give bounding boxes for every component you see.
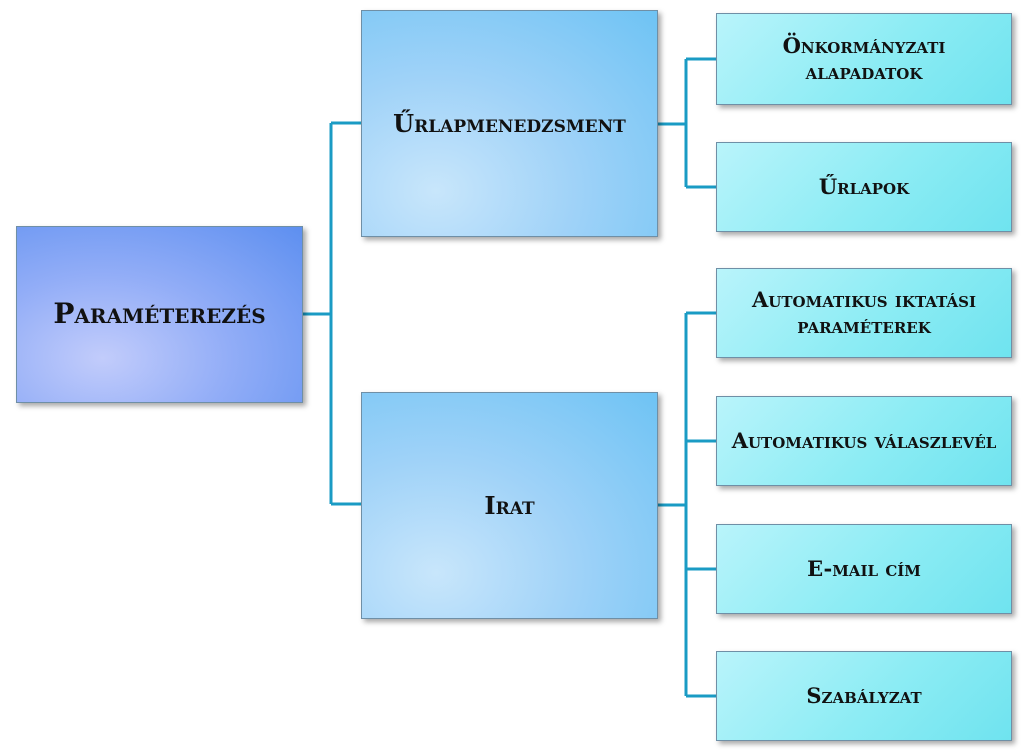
leaf-node-automatikus-valaszlevel: Automatikus válaszlevél (716, 396, 1012, 486)
leaf-node-label: Önkormányzati alapadatok (782, 33, 946, 84)
leaf-node-label: Szabályzat (806, 683, 922, 709)
branch-node-irat: Irat (361, 392, 658, 619)
branch-node-label: Űrlapmenedzsment (393, 108, 626, 138)
leaf-node-label: Automatikus iktatási paraméterek (752, 287, 976, 338)
leaf-node-label: Űrlapok (818, 174, 910, 200)
leaf-node-label: E-mail cím (807, 556, 921, 582)
leaf-node-szabalyzat: Szabályzat (716, 651, 1012, 741)
branch-node-urlapmenedzsment: Űrlapmenedzsment (361, 10, 658, 237)
leaf-node-email-cim: E-mail cím (716, 524, 1012, 614)
leaf-node-automatikus-iktatasi-parameterek: Automatikus iktatási paraméterek (716, 268, 1012, 358)
leaf-node-urlapok: Űrlapok (716, 142, 1012, 232)
root-node: Paraméterezés (16, 226, 303, 403)
leaf-node-label: Automatikus válaszlevél (731, 428, 997, 454)
branch-node-label: Irat (484, 490, 535, 520)
root-node-label: Paraméterezés (53, 297, 266, 331)
leaf-node-onkormanyzati-alapadatok: Önkormányzati alapadatok (716, 13, 1012, 105)
